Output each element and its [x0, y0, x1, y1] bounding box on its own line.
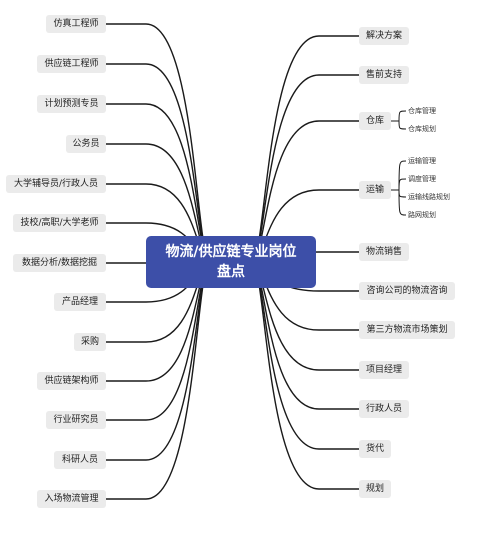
transport-subtopic-1[interactable]: 调度管理	[408, 175, 436, 183]
left-topic-1[interactable]: 供应链工程师	[37, 55, 106, 73]
warehouse-subtopic-0[interactable]: 仓库管理	[408, 107, 436, 115]
right-connector	[251, 35, 359, 263]
central-topic-line1: 物流/供应链专业岗位	[165, 244, 297, 260]
right-topic-6[interactable]: 第三方物流市场策划	[359, 321, 455, 339]
transport-subtopic-3[interactable]: 路网规划	[408, 211, 436, 219]
right-topic-1[interactable]: 售前支持	[359, 66, 409, 84]
left-topic-10[interactable]: 行业研究员	[46, 411, 106, 429]
right-topic-10[interactable]: 规划	[359, 480, 391, 498]
transport-subtopic-0[interactable]: 运输管理	[408, 157, 436, 165]
sub-connector	[398, 110, 407, 122]
left-topic-5[interactable]: 技校/高职/大学老师	[13, 214, 106, 232]
right-connector	[251, 261, 359, 490]
left-topic-8[interactable]: 采购	[74, 333, 106, 351]
sub-connector	[398, 189, 407, 198]
warehouse-subtopic-1[interactable]: 仓库规划	[408, 125, 436, 133]
central-topic-line2: 盘点	[217, 264, 245, 280]
sub-connector	[398, 189, 407, 216]
left-topic-2[interactable]: 计划预测专员	[37, 95, 106, 113]
sub-connector	[398, 178, 407, 191]
right-topic-9[interactable]: 货代	[359, 440, 391, 458]
left-connector	[106, 23, 211, 263]
left-topic-4[interactable]: 大学辅导员/行政人员	[6, 175, 106, 193]
left-topic-11[interactable]: 科研人员	[54, 451, 106, 469]
left-topic-3[interactable]: 公务员	[66, 135, 106, 153]
right-topic-2[interactable]: 仓库	[359, 112, 391, 130]
central-topic[interactable]: 物流/供应链专业岗位 盘点	[146, 236, 316, 288]
right-topic-8[interactable]: 行政人员	[359, 400, 409, 418]
left-topic-7[interactable]: 产品经理	[54, 293, 106, 311]
right-topic-7[interactable]: 项目经理	[359, 361, 409, 379]
sub-connector	[398, 160, 407, 191]
right-topic-3[interactable]: 运输	[359, 181, 391, 199]
sub-connector	[398, 120, 407, 130]
right-topic-5[interactable]: 咨询公司的物流咨询	[359, 282, 455, 300]
right-topic-4[interactable]: 物流销售	[359, 243, 409, 261]
left-topic-9[interactable]: 供应链架构师	[37, 372, 106, 390]
left-topic-12[interactable]: 入场物流管理	[37, 490, 106, 508]
right-topic-0[interactable]: 解决方案	[359, 27, 409, 45]
left-topic-6[interactable]: 数据分析/数据挖掘	[13, 254, 106, 272]
transport-subtopic-2[interactable]: 运输线路规划	[408, 193, 450, 201]
left-topic-0[interactable]: 仿真工程师	[46, 15, 106, 33]
